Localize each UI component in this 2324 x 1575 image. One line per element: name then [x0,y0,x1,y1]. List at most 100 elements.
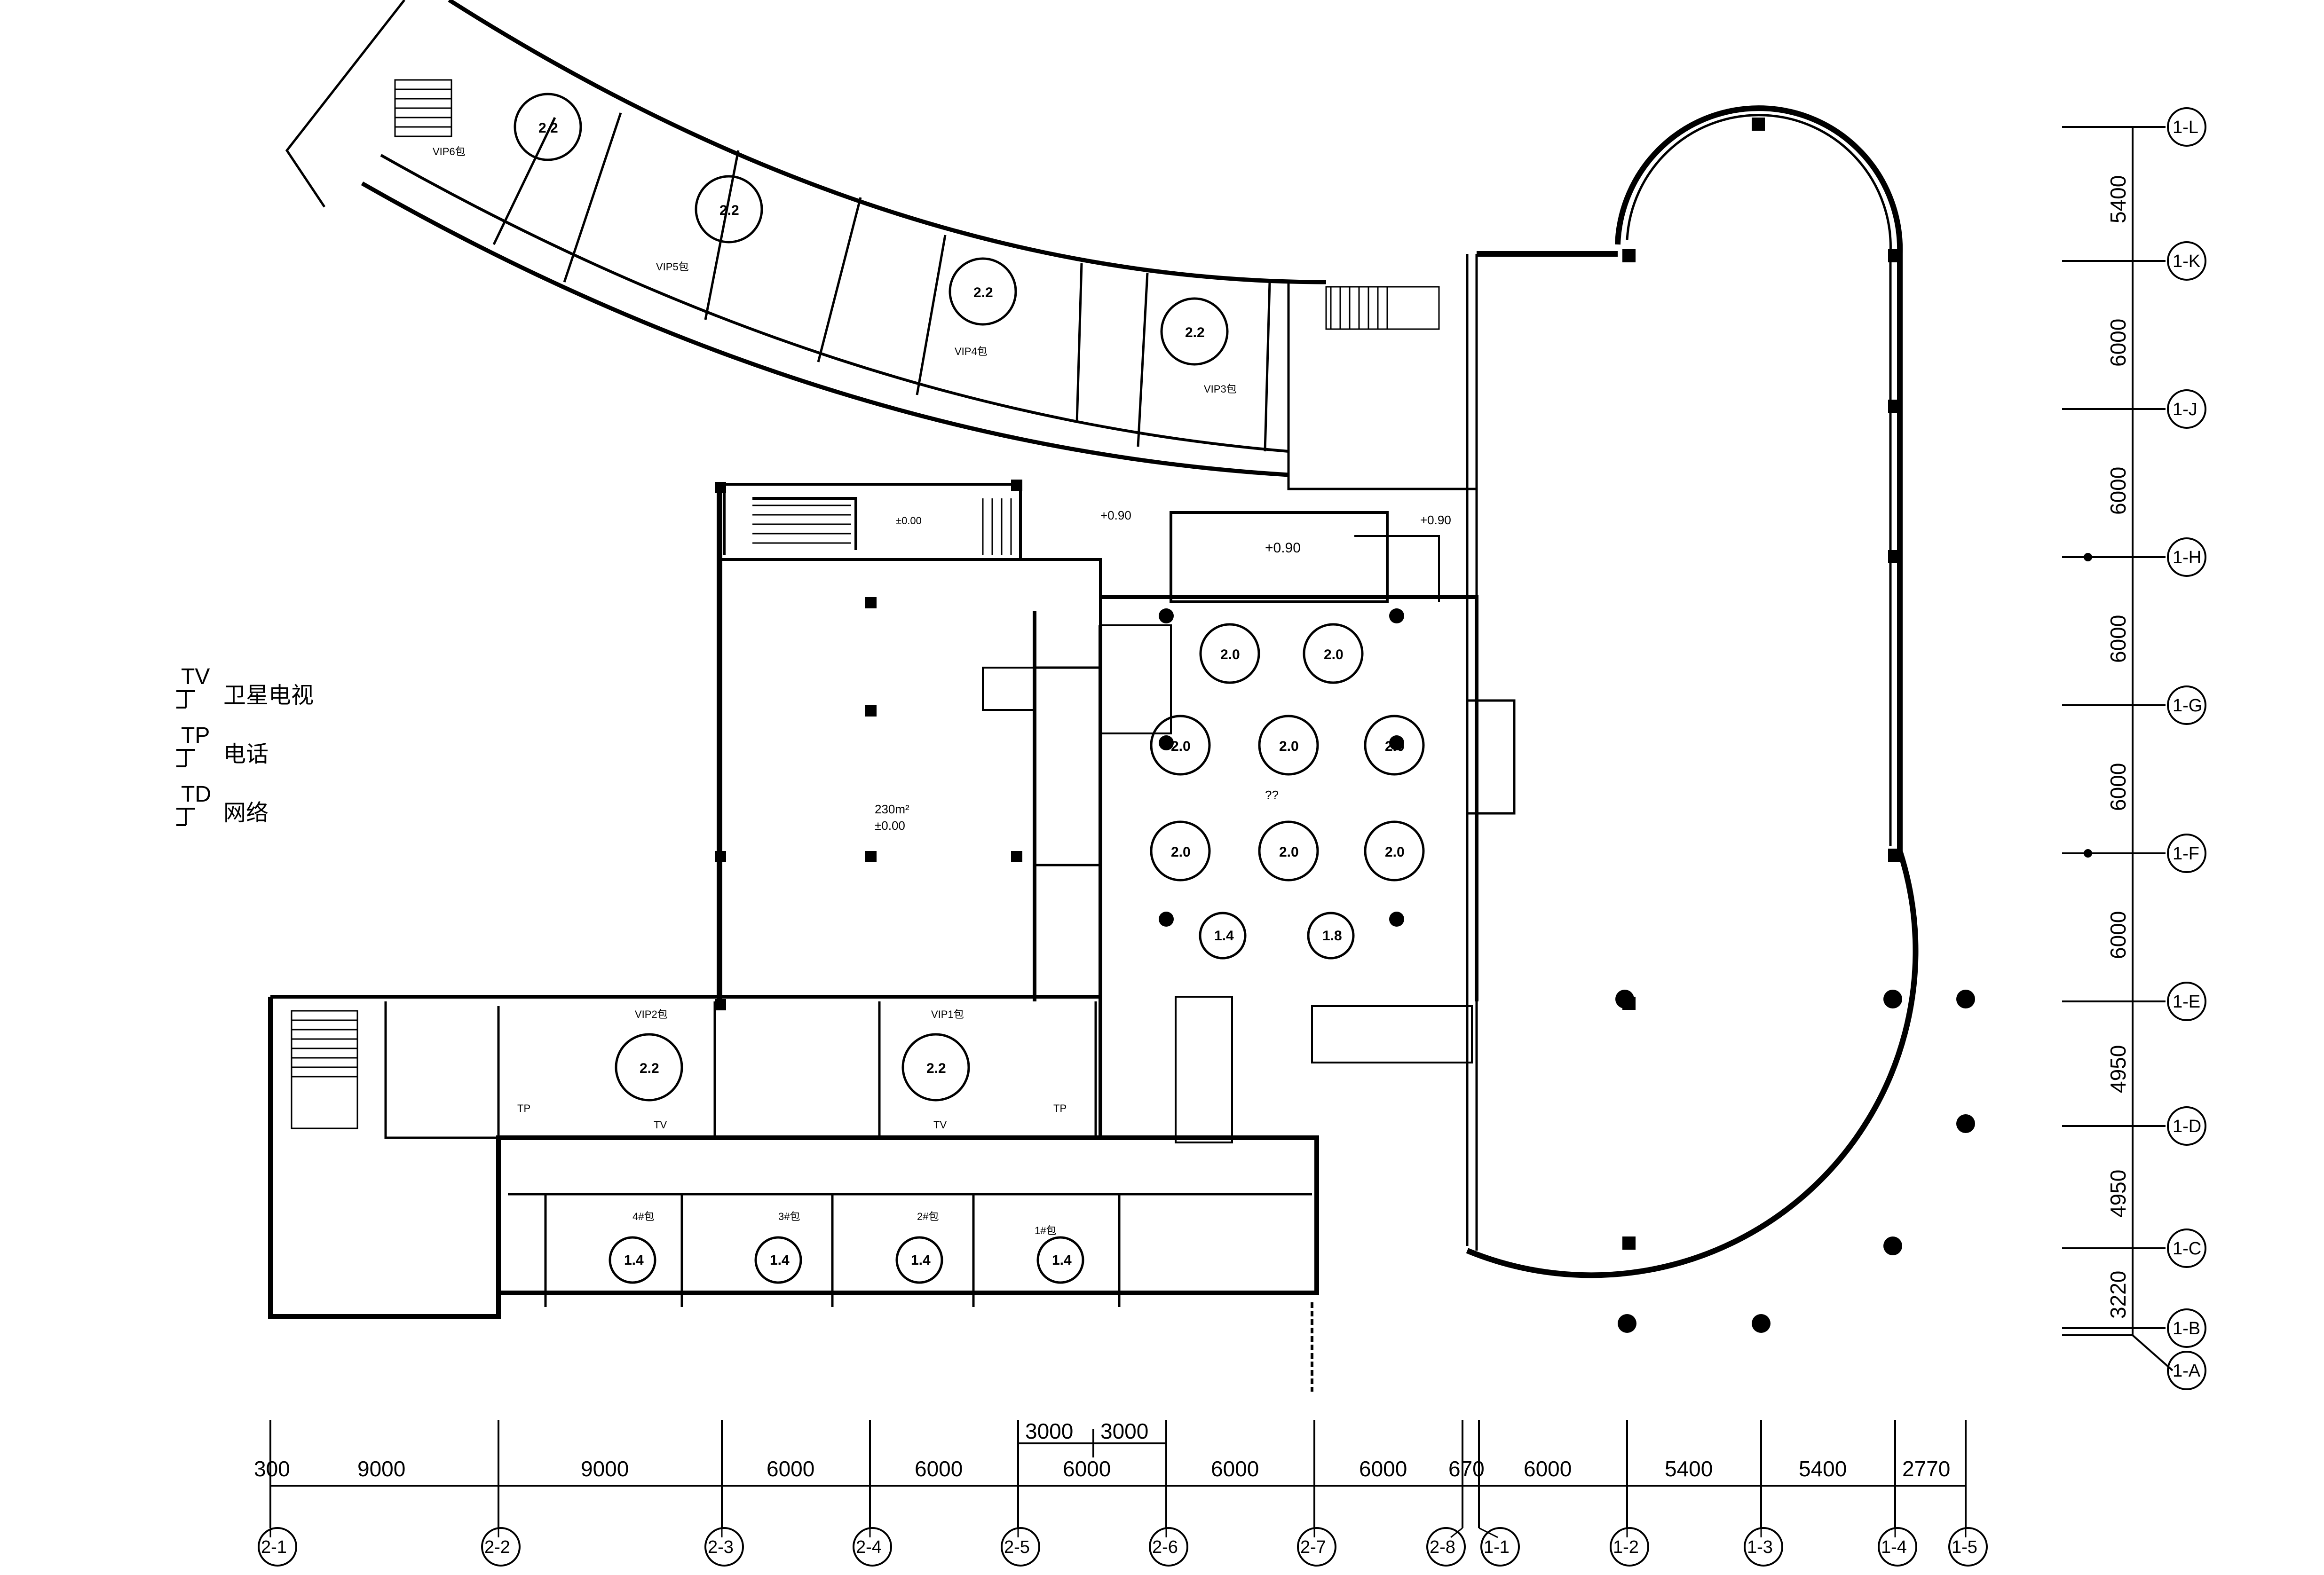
grid-label: 1-E [2173,992,2200,1012]
span-label: 6000 [767,1457,814,1481]
span-label: 3220 [2106,1271,2130,1319]
pavilion [1466,105,1975,1333]
small-table: 1.8 [1307,912,1355,960]
hall-table: 2.0 [1150,820,1211,882]
grid-label: 1-J [2173,400,2198,419]
table-label: 2.2 [1185,325,1205,340]
legend-label: 电话 [223,742,269,767]
legend-item-td: TD 网络 [176,782,269,826]
grid-label: 1-5 [1952,1537,1977,1557]
vip-wing: VIP6包 VIP5包 VIP4包 VIP3包 [285,0,1478,490]
small-table: 1.4 [1199,912,1247,960]
private-table: 1.4 [754,1236,802,1284]
room-label-vip1: VIP1包 [931,1008,964,1020]
wing-stair-left [394,79,452,137]
grid-label: 2-2 [484,1537,510,1557]
hall-table: 2.0 [1303,623,1364,684]
grid-label: 2-3 [708,1537,734,1557]
table-label: 2.2 [538,120,558,136]
table-label: 2.0 [1324,647,1344,662]
hall-table: 2.0 [1150,715,1211,776]
span-label: 3000 [1100,1419,1148,1443]
span-label: 670 [1448,1457,1485,1481]
tp-outlet-vip2: TP [517,1102,530,1114]
hall-table: 2.0 [1258,820,1319,882]
span-label: 6000 [2106,615,2130,663]
hall-table: 2.0 [1364,820,1425,882]
legend-label: 卫星电视 [223,683,314,708]
span-label: 6000 [915,1457,963,1481]
legend-label: 网络 [223,801,269,826]
private-table: 1.4 [1036,1236,1084,1284]
table-label: 2.2 [719,203,739,218]
hall-note: ?? [1265,788,1279,802]
table-label: 1.8 [1322,928,1342,944]
span-label: 300 [254,1457,290,1481]
legend-code: TD [181,782,211,807]
span-label: 6000 [1211,1457,1259,1481]
span-label: 4950 [2106,1170,2130,1218]
grid-label: 2-7 [1300,1537,1326,1557]
span-label: 5400 [1799,1457,1847,1481]
table-label: 2.0 [1279,844,1299,860]
hall-table: 2.0 [1258,715,1319,776]
hall-table: 2.0 [1199,623,1260,684]
vip-table: 2.2 [615,1033,683,1102]
hall-level: ±0.00 [875,819,905,833]
legend-code: TV [181,664,210,689]
table-label: 2.2 [640,1061,659,1076]
hall-table: 2.0 [1364,715,1425,776]
span-label: 6000 [2106,911,2130,959]
right-dimension: 5400 6000 6000 6000 6000 6000 4950 4950 … [2062,107,2206,1390]
span-label: 3000 [1025,1419,1073,1443]
bottom-dimension: 300 9000 9000 6000 6000 6000 6000 6000 6… [254,1419,1988,1567]
span-label: 2770 [1902,1457,1950,1481]
grid-label: 1-3 [1747,1537,1773,1557]
grid-label: 2-6 [1152,1537,1178,1557]
table-label: 2.0 [1171,844,1191,860]
vip-table: 2.2 [695,175,763,244]
grid-label: 1-B [2173,1319,2200,1339]
span-label: 5400 [2106,175,2130,223]
vip-table: 2.2 [1160,297,1229,366]
grid-label: 2-8 [1430,1537,1455,1557]
legend-code: TP [181,723,210,748]
grid-label: 2-1 [261,1537,287,1557]
span-label: 6000 [1063,1457,1111,1481]
tv-outlet-vip1: TV [933,1119,947,1131]
legend-item-tv: TV 卫星电视 [176,664,314,709]
level-right: +0.90 [1420,513,1451,527]
table-label: 2.0 [1171,739,1191,754]
bottom-wing: VIP2包 VIP1包 TV TV TP TP 4#包 3#包 2#包 1#包 [268,995,1473,1392]
room-label-p4: 4#包 [632,1211,654,1222]
table-label: 2.0 [1385,739,1405,754]
right-grid-bubbles: 1-L 1-K 1-J 1-H 1-G 1-F 1-E 1-D 1-C 1-B … [2167,107,2206,1390]
span-label: 5400 [1665,1457,1713,1481]
span-label: 6000 [2106,763,2130,811]
span-label: 6000 [2106,467,2130,515]
span-label: 6000 [2106,319,2130,367]
wing-stair-right [1325,286,1440,330]
grid-label: 2-5 [1004,1537,1030,1557]
room-label-vip2: VIP2包 [635,1008,668,1020]
span-label: 9000 [357,1457,405,1481]
grid-label: 1-G [2173,696,2202,716]
stage [1170,511,1389,603]
table-label: 2.0 [1220,647,1240,662]
table-label: 1.4 [1214,928,1234,944]
grid-label: 1-K [2173,252,2200,271]
level-stage: +0.90 [1265,540,1301,556]
span-label: 6000 [1524,1457,1572,1481]
table-label: 2.2 [926,1061,946,1076]
room-label-p2: 2#包 [917,1211,939,1222]
vip-table: 2.2 [949,257,1017,326]
grid-label: 1-1 [1484,1537,1510,1557]
span-label: 6000 [1359,1457,1407,1481]
bottom-stair [291,1010,358,1129]
grid-label: 1-4 [1881,1537,1907,1557]
tables: 2.2 2.2 2.2 2.2 2.2 2.2 2.0 2.0 2.0 2.0 … [514,93,1425,1284]
legend-item-tp: TP 电话 [176,723,269,767]
table-label: 1.4 [911,1252,931,1268]
level-stair: ±0.00 [896,515,922,527]
